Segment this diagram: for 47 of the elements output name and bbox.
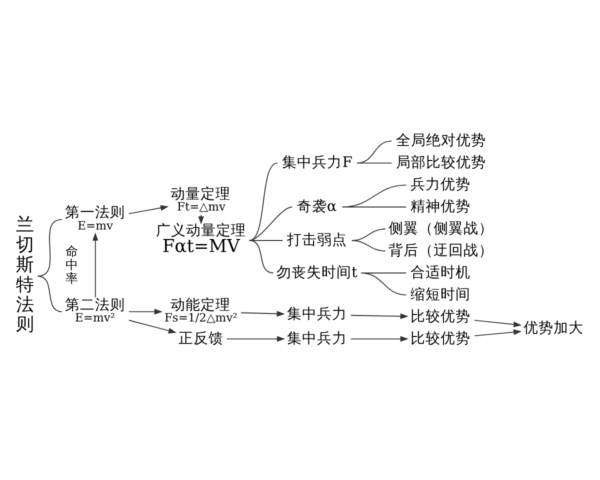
node-text: 第二法则 E=mv² [65, 296, 126, 324]
connector [356, 162, 392, 164]
arrow [198, 214, 204, 225]
connector [248, 240, 274, 274]
node-text: 集中兵力 [286, 306, 347, 323]
node-text: 精神优势 [410, 198, 470, 215]
connector [342, 184, 407, 208]
node-text: 集中兵力F [282, 154, 352, 171]
arrow [474, 320, 522, 328]
node-text: 优势加大 [523, 319, 584, 336]
arrow [240, 310, 285, 317]
edge-label: 命中率 [65, 243, 78, 286]
arrow [92, 232, 98, 298]
arrow [474, 329, 522, 336]
node-text: 全局绝对优势 [396, 132, 486, 149]
node-text: 比较优势 [410, 308, 470, 325]
arrow [226, 336, 286, 342]
node-text: 广义动量定理 Fαt=MV [156, 222, 246, 258]
node-text: 局部比较优势 [396, 154, 486, 171]
connector [37, 276, 62, 312]
node-text: 兰切斯特法则 [16, 214, 34, 336]
node-text: 第一法则 E=mv [65, 204, 126, 232]
connector [248, 206, 293, 241]
node-text: 侧翼（侧翼战） [388, 220, 494, 237]
arrow [350, 313, 409, 320]
connector [37, 219, 62, 277]
node-text: 集中兵力 [286, 330, 347, 347]
arrow [350, 336, 409, 342]
connector [351, 240, 386, 252]
connector [360, 272, 407, 296]
node-text: 正反馈 [178, 330, 224, 347]
node-text: 奇袭α [296, 198, 337, 215]
node-text: 比较优势 [410, 330, 470, 347]
connector [248, 240, 284, 241]
connector [356, 140, 392, 164]
node-text: 合适时机 [410, 264, 470, 281]
arrow [128, 308, 163, 315]
arrow [128, 205, 169, 214]
node-text: 兵力优势 [410, 176, 470, 193]
node-text: 缩短时间 [410, 286, 470, 303]
node-text: 动能定理 Fs=1/2△mv² [164, 296, 238, 324]
arrow [128, 320, 177, 334]
connector [342, 206, 407, 208]
node-text: 动量定理 Ft=△mv [170, 185, 231, 214]
node-text: 打击弱点 [286, 231, 347, 248]
node-text: 背后（迂回战） [388, 242, 494, 259]
node-text: 勿丧失时间t [276, 264, 358, 281]
